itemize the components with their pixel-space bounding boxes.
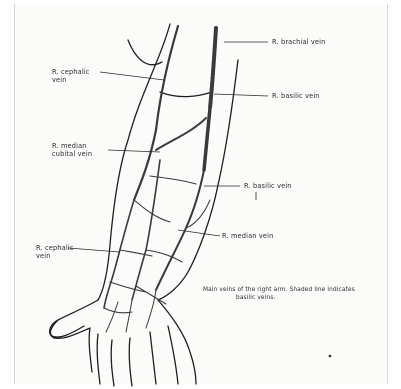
vein-network — [104, 26, 216, 332]
leader-cephalic-upper — [100, 72, 164, 80]
leader-basilic-upper — [214, 94, 268, 96]
finger-2 — [111, 340, 114, 386]
labels: R. brachial vein R. cephalic vein R. bas… — [36, 38, 355, 301]
label-basilic-upper: R. basilic vein — [272, 92, 320, 100]
label-brachial-vein: R. brachial vein — [272, 38, 325, 46]
label-median-cubital-2: cubital vein — [52, 150, 92, 158]
label-median-cubital-1: R. median — [52, 142, 87, 150]
cephalic-vein-upper — [134, 26, 178, 200]
vein-branch-10 — [146, 290, 156, 328]
label-basilic-lower: R. basilic vein — [244, 182, 292, 190]
label-cephalic-lower-2: vein — [36, 252, 51, 260]
basilic-vein-upper — [204, 108, 210, 170]
label-cephalic-upper-2: vein — [52, 76, 67, 84]
thumb — [50, 320, 84, 337]
median-cubital-vein — [156, 118, 206, 150]
vein-branch-8 — [126, 300, 132, 332]
median-vein — [132, 160, 160, 300]
finger-4 — [150, 332, 156, 384]
finger-3 — [129, 338, 132, 386]
brachial-vein — [210, 28, 216, 108]
vein-branch-5 — [110, 282, 146, 292]
vein-branch-7 — [104, 308, 132, 313]
label-cephalic-lower-1: R. cephalic — [36, 244, 74, 252]
caption-line-2: basilic veins. — [236, 295, 275, 301]
vein-branch-11 — [186, 200, 210, 228]
caption-line-1: Main veins of the right arm. Shaded line… — [203, 287, 355, 293]
dot-mark — [329, 355, 331, 357]
vein-branch-3 — [120, 250, 152, 256]
elbow-crease — [160, 92, 212, 97]
arm-outline — [50, 24, 238, 386]
label-cephalic-upper-1: R. cephalic — [52, 68, 90, 76]
finger-1 — [97, 334, 100, 384]
vein-branch-9 — [106, 302, 118, 332]
label-median-vein: R. median vein — [222, 232, 273, 240]
vein-branch-6 — [136, 286, 166, 304]
finger-5 — [168, 326, 178, 384]
leader-cephalic-lower — [68, 248, 120, 252]
